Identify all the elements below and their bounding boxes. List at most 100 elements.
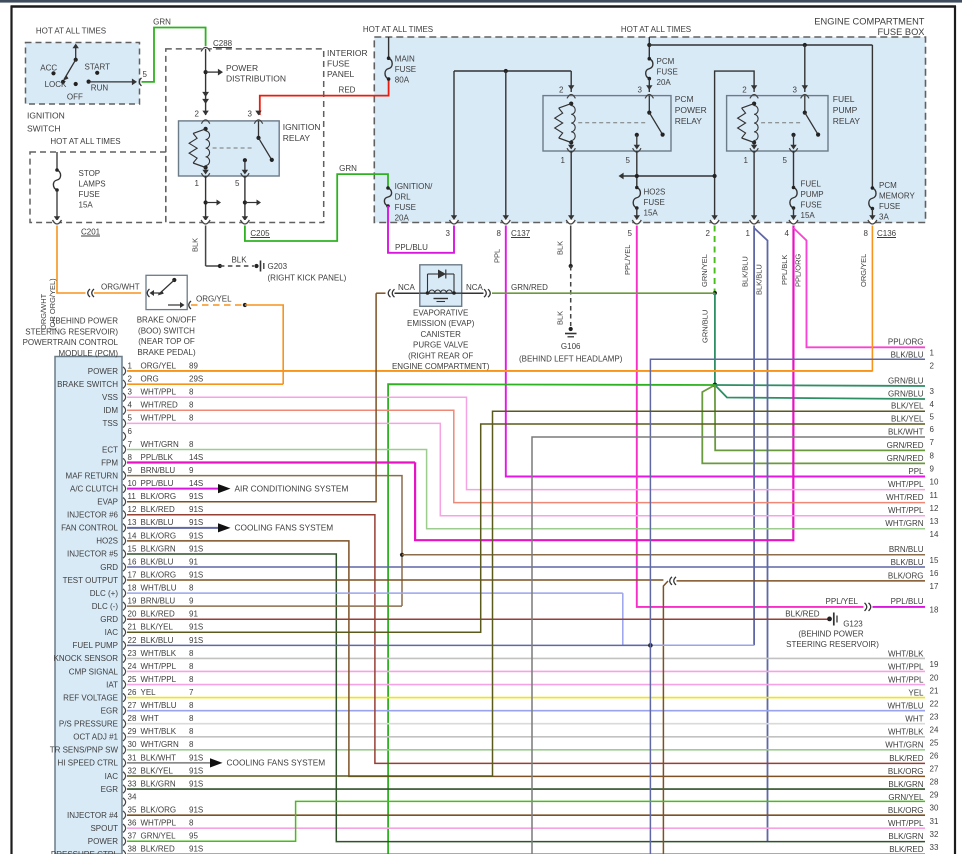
svg-text:10: 10	[128, 479, 137, 488]
svg-text:37: 37	[128, 832, 137, 841]
svg-text:28: 28	[930, 778, 939, 787]
svg-text:BLK/YEL: BLK/YEL	[141, 766, 174, 775]
svg-text:WHT/PPL: WHT/PPL	[888, 676, 924, 685]
svg-text:POWERTRAIN CONTROL: POWERTRAIN CONTROL	[23, 338, 119, 347]
svg-text:26: 26	[128, 688, 137, 697]
svg-text:HOT AT ALL TIMES: HOT AT ALL TIMES	[621, 25, 691, 34]
svg-text:23: 23	[128, 649, 137, 658]
svg-text:STEERING RESERVOIR): STEERING RESERVOIR)	[786, 640, 879, 649]
svg-text:MAIN: MAIN	[395, 55, 415, 64]
svg-text:ECT: ECT	[102, 445, 118, 454]
svg-text:BLK/ORG: BLK/ORG	[888, 571, 924, 580]
svg-text:WHT/BLU: WHT/BLU	[141, 701, 177, 710]
svg-text:BLK/GRN: BLK/GRN	[141, 779, 176, 788]
svg-text:PPL/BLU: PPL/BLU	[891, 597, 924, 606]
svg-text:BLK/BLU: BLK/BLU	[891, 558, 924, 567]
svg-text:BLK: BLK	[191, 238, 200, 252]
svg-text:PURGE VALVE: PURGE VALVE	[413, 341, 468, 350]
svg-text:TSS: TSS	[102, 419, 118, 428]
svg-text:20A: 20A	[395, 214, 410, 223]
svg-text:14: 14	[930, 530, 939, 539]
svg-text:WHT/GRN: WHT/GRN	[141, 440, 179, 449]
svg-text:91S: 91S	[189, 570, 203, 579]
svg-text:89: 89	[189, 362, 198, 371]
svg-text:INTERIOR: INTERIOR	[327, 48, 368, 58]
svg-text:BRAKE PEDAL): BRAKE PEDAL)	[137, 348, 196, 357]
svg-text:IDM: IDM	[103, 406, 118, 415]
svg-text:91S: 91S	[189, 623, 203, 632]
svg-text:30: 30	[930, 804, 939, 813]
svg-text:21: 21	[930, 686, 939, 695]
svg-text:1: 1	[930, 349, 935, 358]
svg-text:IAC: IAC	[105, 772, 119, 781]
svg-text:PCM: PCM	[879, 181, 897, 190]
svg-text:WHT/BLK: WHT/BLK	[888, 728, 924, 737]
svg-text:MODULE (PCM): MODULE (PCM)	[58, 349, 118, 358]
svg-text:2: 2	[128, 375, 133, 384]
svg-text:POWER: POWER	[675, 105, 707, 115]
svg-text:91S: 91S	[189, 544, 203, 553]
svg-text:3: 3	[638, 86, 643, 95]
svg-text:29: 29	[128, 727, 137, 736]
svg-text:GRN/RED: GRN/RED	[511, 283, 548, 292]
svg-text:FUSE: FUSE	[395, 203, 416, 212]
svg-text:VSS: VSS	[102, 393, 118, 402]
svg-text:REF VOLTAGE: REF VOLTAGE	[63, 693, 118, 702]
svg-text:BLK/YEL: BLK/YEL	[891, 414, 924, 423]
svg-text:4: 4	[930, 400, 935, 409]
svg-text:WHT/PPL: WHT/PPL	[888, 819, 924, 828]
svg-text:91: 91	[189, 610, 198, 619]
svg-text:WHT/BLK: WHT/BLK	[888, 649, 924, 658]
svg-text:12: 12	[930, 504, 939, 513]
svg-text:FPM: FPM	[101, 458, 118, 467]
svg-text:BLK/BLU: BLK/BLU	[891, 351, 924, 360]
svg-text:POWER: POWER	[88, 837, 118, 846]
svg-text:25: 25	[128, 675, 137, 684]
svg-text:24: 24	[128, 662, 137, 671]
svg-text:BLK/WHT: BLK/WHT	[888, 427, 924, 436]
svg-text:BLK: BLK	[556, 311, 565, 325]
svg-text:BLK/RED: BLK/RED	[889, 754, 923, 763]
svg-text:FUSE: FUSE	[657, 68, 678, 77]
svg-text:PRESSURE CTRL: PRESSURE CTRL	[51, 850, 119, 854]
svg-text:8: 8	[189, 714, 194, 723]
svg-text:80A: 80A	[395, 76, 410, 85]
svg-text:2: 2	[706, 229, 711, 238]
svg-text:13: 13	[128, 518, 137, 527]
svg-text:91S: 91S	[189, 845, 203, 854]
svg-text:8: 8	[864, 229, 869, 238]
svg-text:CMP SIGNAL: CMP SIGNAL	[69, 667, 119, 676]
svg-text:IAT: IAT	[106, 680, 118, 689]
svg-text:8: 8	[189, 819, 194, 828]
svg-text:20: 20	[128, 610, 137, 619]
svg-text:8: 8	[189, 584, 194, 593]
svg-text:WHT/GRN: WHT/GRN	[885, 741, 923, 750]
svg-text:BLK/ORG: BLK/ORG	[888, 806, 924, 815]
svg-text:FUEL: FUEL	[833, 94, 855, 104]
svg-text:COOLING FANS SYSTEM: COOLING FANS SYSTEM	[227, 758, 326, 768]
svg-text:WHT/RED: WHT/RED	[886, 493, 924, 502]
svg-text:ENGINE COMPARTMENT): ENGINE COMPARTMENT)	[392, 362, 490, 371]
svg-text:FUSE: FUSE	[327, 59, 350, 69]
svg-text:2: 2	[742, 86, 747, 95]
svg-text:BRN/BLU: BRN/BLU	[141, 466, 176, 475]
svg-text:WHT/RED: WHT/RED	[141, 401, 179, 410]
svg-text:WHT/PPL: WHT/PPL	[888, 480, 924, 489]
svg-text:FUSE: FUSE	[395, 65, 416, 74]
svg-text:G106: G106	[561, 342, 581, 351]
svg-text:CANISTER: CANISTER	[420, 330, 461, 339]
svg-text:BLK/WHT: BLK/WHT	[141, 753, 177, 762]
svg-text:SWITCH: SWITCH	[27, 124, 61, 134]
svg-text:WHT/BLU: WHT/BLU	[888, 702, 924, 711]
svg-text:IGNITION: IGNITION	[27, 111, 65, 121]
svg-text:ORG/YEL: ORG/YEL	[141, 362, 177, 371]
svg-text:(NEAR TOP OF: (NEAR TOP OF	[138, 337, 195, 346]
svg-text:WHT/BLK: WHT/BLK	[141, 649, 177, 658]
svg-text:PPL: PPL	[493, 249, 502, 263]
svg-text:91S: 91S	[189, 766, 203, 775]
svg-text:GRD: GRD	[100, 563, 118, 572]
svg-text:14S: 14S	[189, 479, 203, 488]
svg-text:BRAKE SWITCH: BRAKE SWITCH	[57, 380, 118, 389]
svg-text:PPL/YEL: PPL/YEL	[826, 597, 859, 606]
svg-text:7: 7	[930, 438, 935, 447]
